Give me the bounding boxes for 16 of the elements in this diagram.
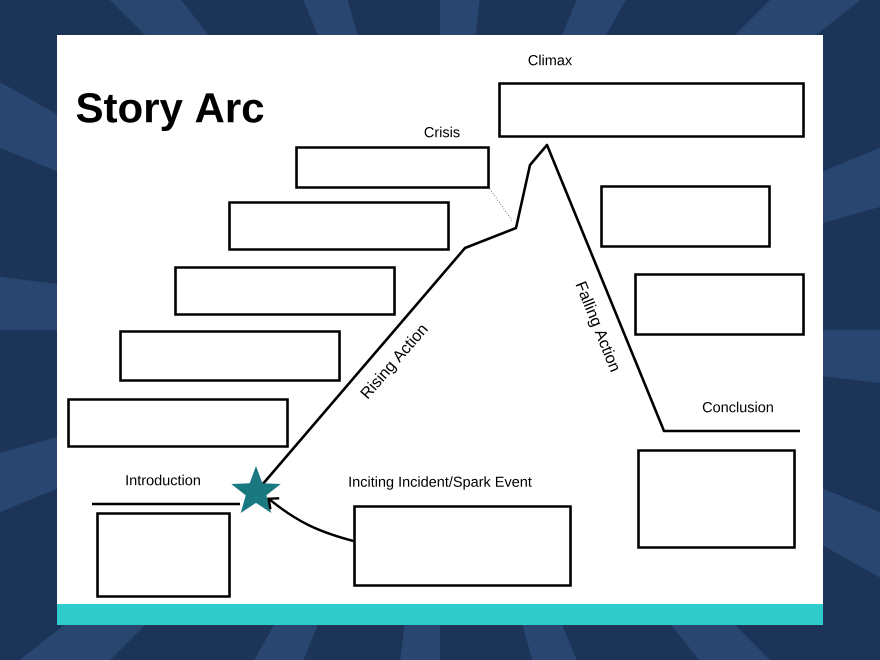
answer-box [174, 266, 396, 316]
leader-line [489, 188, 514, 222]
box-heading: Climax [528, 54, 572, 66]
star-icon [231, 466, 281, 514]
arrow [267, 497, 354, 542]
answer-box [600, 185, 771, 248]
arc-label: Falling Action [576, 281, 618, 372]
answer-box [634, 273, 805, 336]
answer-box [67, 398, 289, 448]
box-heading: Introduction [126, 474, 200, 486]
box-heading: Conclusion [702, 402, 773, 412]
box-heading: Crisis [424, 126, 460, 138]
box-heading: Inciting Incident/Spark Event [349, 476, 532, 490]
answer-box [228, 201, 450, 251]
answer-box [119, 330, 341, 382]
title: Story Arc [76, 92, 264, 132]
